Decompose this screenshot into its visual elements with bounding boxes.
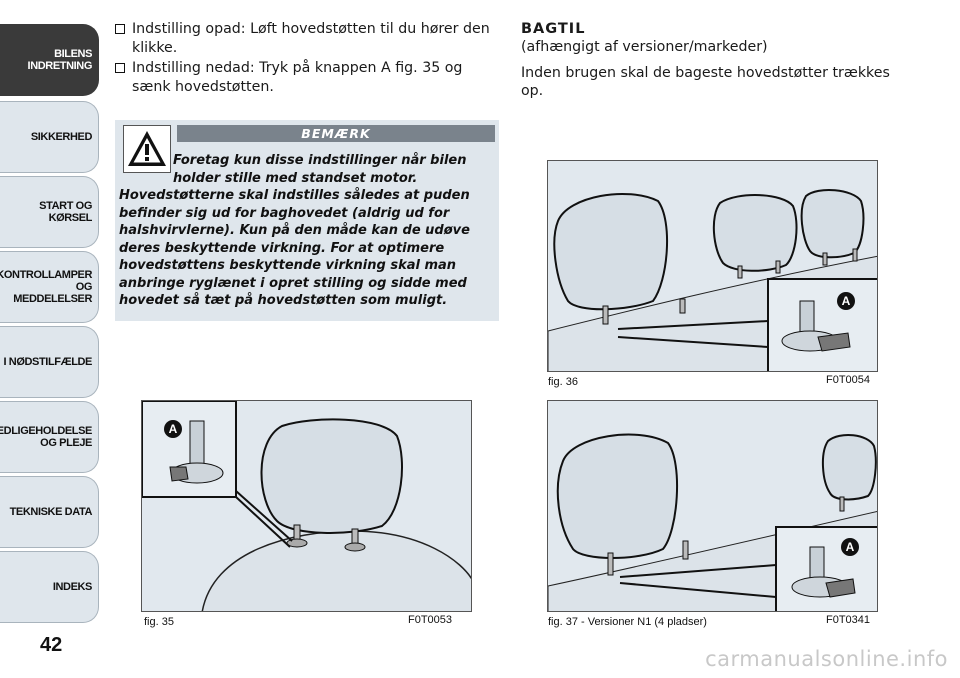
section-title: BAGTIL xyxy=(521,21,586,37)
label-a: A xyxy=(842,294,851,308)
right-column: BAGTIL (afhængigt af versioner/markeder)… xyxy=(521,20,901,100)
note-heading: BEMÆRK xyxy=(177,125,495,142)
bullet-square-icon xyxy=(115,63,125,73)
tab-i-nodstilfaelde[interactable]: I NØDSTILFÆLDE xyxy=(0,326,99,398)
warning-triangle-icon xyxy=(123,125,171,173)
left-column: Indstilling opad: Løft hovedstøtten til … xyxy=(115,20,500,98)
bullet-text: Indstilling nedad: Tryk på knappen A fig… xyxy=(132,60,463,95)
tab-label: INDEKS xyxy=(52,581,93,593)
note-body: Hovedstøtterne skal indstilles således a… xyxy=(119,188,470,308)
bullet-item: Indstilling opad: Løft hovedstøtten til … xyxy=(115,20,500,57)
figure-37-caption: fig. 37 - Versioner N1 (4 pladser) xyxy=(548,616,707,628)
figure-36-caption: fig. 36 xyxy=(548,376,578,388)
tab-label-line1: BILENS xyxy=(54,48,92,60)
tab-label-line2: INDRETNING xyxy=(27,60,93,72)
tab-start-og-korsel[interactable]: START OG KØRSEL xyxy=(0,176,99,248)
bullet-square-icon xyxy=(115,24,125,34)
figure-35-caption: fig. 35 xyxy=(144,616,174,628)
figure-36: A xyxy=(547,160,878,372)
note-lead: Foretag kun disse indstillinger når bile… xyxy=(173,153,467,186)
figure-37-code: F0T0341 xyxy=(826,614,871,626)
note-box: BEMÆRK Foretag kun disse indstillinger n… xyxy=(115,120,499,321)
watermark: carmanualsonline.info xyxy=(705,647,948,671)
tab-label: TEKNISKE DATA xyxy=(9,506,93,518)
tab-label-line2: OG MEDDELELSER xyxy=(13,281,92,305)
figure-37: A xyxy=(547,400,878,612)
rear-headrests-illustration: A xyxy=(548,161,877,371)
tab-label-line1: KONTROLLAMPER xyxy=(0,269,92,281)
tab-indeks[interactable]: INDEKS xyxy=(0,551,99,623)
tab-label-line1: VEDLIGEHOLDELSE xyxy=(0,425,92,437)
page-number: 42 xyxy=(40,634,63,656)
bullet-text: Indstilling opad: Løft hovedstøtten til … xyxy=(132,21,490,56)
tab-tekniske-data[interactable]: TEKNISKE DATA xyxy=(0,476,99,548)
section-paragraph: Inden brugen skal de bageste hovedstøtte… xyxy=(521,65,890,99)
tab-label: START OG KØRSEL xyxy=(39,200,92,224)
label-a: A xyxy=(846,540,855,554)
bullet-item: Indstilling nedad: Tryk på knappen A fig… xyxy=(115,59,500,96)
figure-35-code: F0T0053 xyxy=(408,614,453,626)
tab-label: I NØDSTILFÆLDE xyxy=(3,356,92,368)
section-subtitle: (afhængigt af versioner/markeder) xyxy=(521,39,768,55)
tab-label: SIKKERHED xyxy=(30,131,93,143)
tab-sikkerhed[interactable]: SIKKERHED xyxy=(0,101,99,173)
headrest-illustration: A xyxy=(142,401,471,611)
note-text: Foretag kun disse indstillinger når bile… xyxy=(119,152,495,310)
tab-label-line2: OG PLEJE xyxy=(40,437,92,449)
figure-35: A xyxy=(141,400,472,612)
rear-headrests-n1-illustration: A xyxy=(548,401,877,611)
figure-36-code: F0T0054 xyxy=(826,374,871,386)
label-a: A xyxy=(169,422,178,436)
